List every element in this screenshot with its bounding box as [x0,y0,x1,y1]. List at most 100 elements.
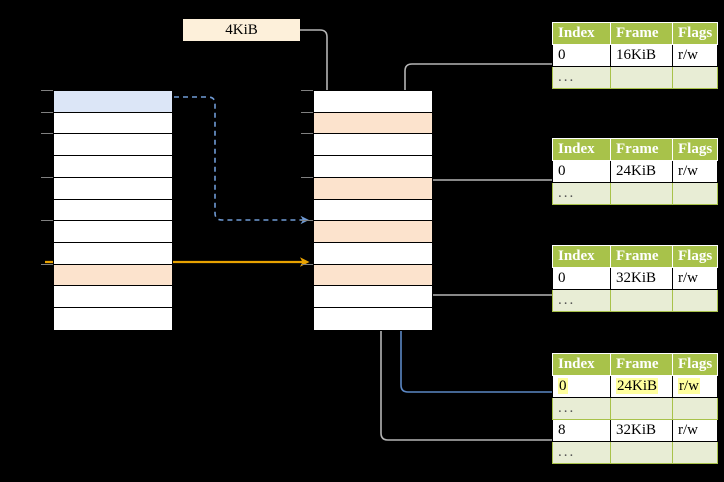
cell-index: ... [552,289,611,312]
cell-frame [610,289,673,312]
cell-index: ... [552,397,611,420]
cell-index: 0 [552,267,611,290]
wire-table4-row0-to-frame [396,218,552,393]
cell-flags: r/w [671,375,719,398]
cell-frame [610,441,673,464]
cell-flags: r/w [671,44,719,67]
cell-flags [671,66,719,89]
memory-row [54,221,172,244]
memory-row [54,308,172,330]
memory-row [314,91,432,113]
row-tick-mark [301,112,313,113]
cell-index: 0 [552,44,611,67]
cell-frame [610,397,673,420]
column-header-index: Index [552,245,611,268]
memory-row [54,156,172,178]
memory-row [54,264,172,287]
highlighted-value: 24KiB [616,378,659,394]
cell-index: ... [552,66,611,89]
column-header-flags: Flags [671,245,719,268]
memory-row [54,199,172,222]
row-tick-mark [301,90,313,91]
memory-row [314,308,432,330]
cell-frame: 32KiB [610,267,673,290]
column-header-frame: Frame [610,353,673,376]
column-header-flags: Flags [671,353,719,376]
row-tick-mark [41,177,53,178]
cell-index: 8 [552,419,611,442]
cell-index: 0 [552,375,611,398]
cell-flags: r/w [671,160,719,183]
memory-row [54,177,172,200]
physical-address-space-column [313,90,433,331]
cell-index: ... [552,182,611,205]
table-row[interactable]: ... [552,441,719,464]
wire-table3-to-frame [417,264,552,296]
table-row[interactable]: ... [552,289,719,312]
row-tick-mark [41,90,53,91]
memory-row [314,264,432,287]
memory-row [54,112,172,135]
cell-flags: r/w [671,419,719,442]
row-tick-mark [301,133,313,134]
row-tick-mark [41,112,53,113]
cell-index: ... [552,441,611,464]
row-tick-mark [41,220,53,221]
highlighted-value: r/w [678,378,700,394]
wire-table2-to-frame [417,179,552,222]
page-size-label: 4KiB [183,19,300,41]
cell-frame: 32KiB [610,419,673,442]
memory-row [54,134,172,157]
cell-frame [610,66,673,89]
column-header-flags: Flags [671,22,719,45]
memory-row [314,134,432,157]
memory-row [314,286,432,309]
table-row[interactable]: 0 24KiB r/w [552,375,719,398]
memory-row [314,221,432,244]
table-row[interactable]: ... [552,182,719,205]
memory-row [314,177,432,200]
column-header-frame: Frame [610,138,673,161]
cell-flags [671,182,719,205]
wire-table1-to-frame [401,63,552,184]
memory-row [54,243,172,265]
virtual-address-space-column [53,90,173,331]
memory-row [314,199,432,222]
row-tick-mark [301,177,313,178]
memory-row [314,112,432,135]
table-row[interactable]: ... [552,66,719,89]
cell-flags: r/w [671,267,719,290]
column-header-flags: Flags [671,138,719,161]
cell-flags [671,397,719,420]
row-tick-mark [41,133,53,134]
table-row[interactable]: ... [552,397,719,420]
cell-index: 0 [552,160,611,183]
memory-row [54,286,172,309]
cell-frame [610,182,673,205]
highlighted-value: 0 [558,378,568,394]
cell-flags [671,289,719,312]
page-size-label-text: 4KiB [225,21,258,38]
wire-size-label-to-frame [300,29,331,120]
column-header-index: Index [552,22,611,45]
cell-frame: 24KiB [610,160,673,183]
column-header-index: Index [552,138,611,161]
wire-vpage-blue-to-frame [174,96,309,225]
memory-row [314,156,432,178]
wire-table4-row8-to-frame [377,264,552,441]
column-header-frame: Frame [610,22,673,45]
cell-flags [671,441,719,464]
